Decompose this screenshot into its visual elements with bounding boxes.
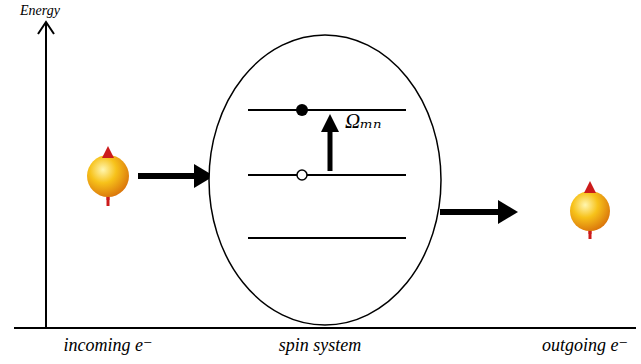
outgoing-arrow xyxy=(440,209,500,215)
transition-label: Ωₘₙ xyxy=(345,110,382,133)
axis-arrowhead xyxy=(38,22,54,34)
spin-system-ellipse xyxy=(209,35,441,325)
energy-level xyxy=(248,237,406,239)
arrowhead xyxy=(321,114,339,132)
excitation-arrow xyxy=(328,130,333,171)
energy-level xyxy=(248,174,406,176)
axis-label: Energy xyxy=(20,3,60,18)
base-axis xyxy=(14,327,636,329)
arrowhead xyxy=(498,200,518,224)
empty-state xyxy=(297,170,307,180)
incoming-electron xyxy=(87,146,129,206)
outgoing-electron xyxy=(570,181,610,239)
energy-level xyxy=(248,109,406,111)
occupied-state xyxy=(296,104,308,116)
energy-axis xyxy=(45,24,47,328)
axis-caption: outgoing e⁻ xyxy=(542,336,628,356)
axis-caption: incoming e⁻ xyxy=(64,336,153,356)
incoming-arrow xyxy=(138,173,196,179)
axis-caption: spin system xyxy=(279,336,362,356)
